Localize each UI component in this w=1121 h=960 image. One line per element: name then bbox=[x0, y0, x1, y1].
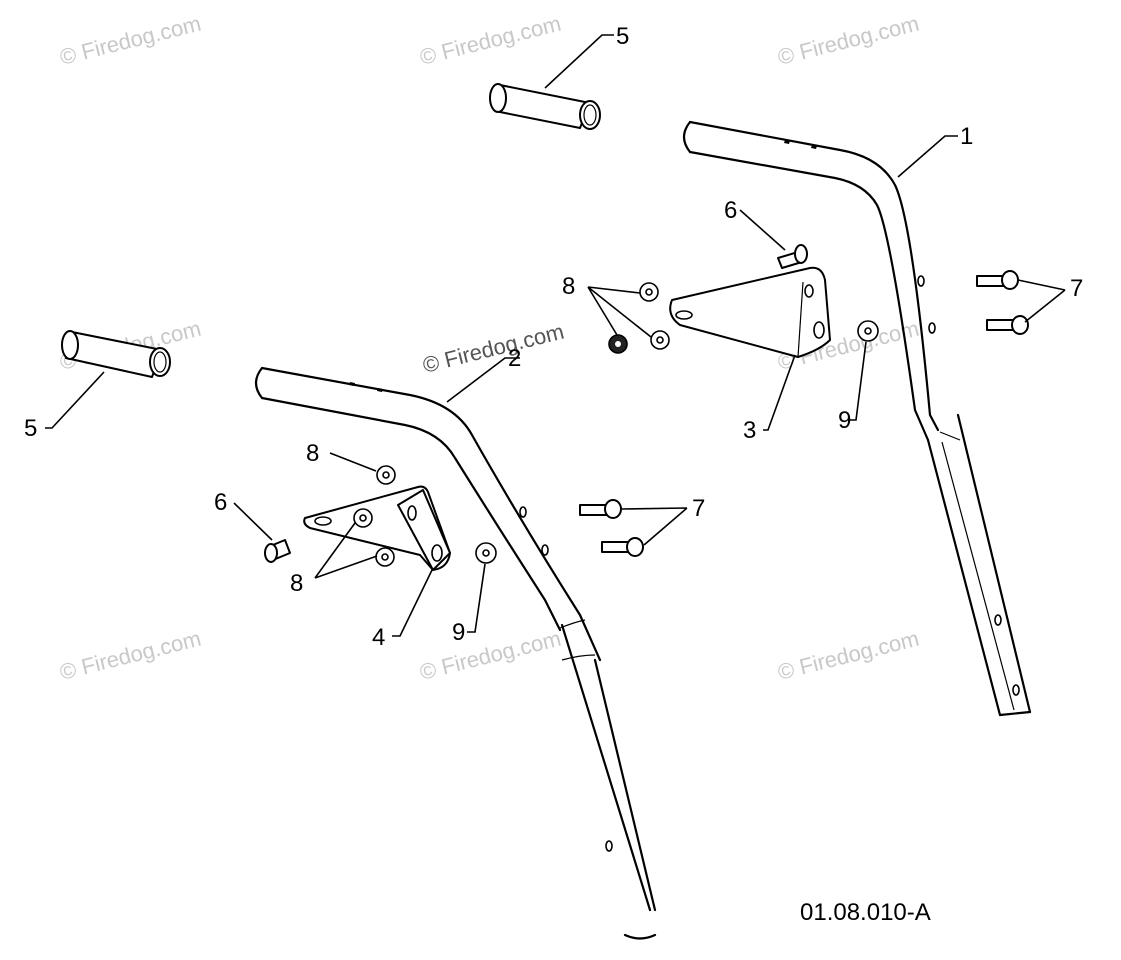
callout-4: 4 bbox=[372, 624, 385, 651]
callout-5-top: 5 bbox=[616, 23, 629, 50]
bolt-7-right-upper bbox=[976, 270, 1019, 290]
callout-9-left: 9 bbox=[452, 619, 465, 646]
callout-2: 2 bbox=[508, 345, 521, 372]
watermark: © Firedog.com bbox=[57, 626, 203, 685]
bolt-6-left bbox=[264, 539, 291, 563]
watermark: © Firedog.com bbox=[417, 626, 563, 685]
grip-tube-left bbox=[61, 330, 171, 378]
watermark-dark: © Firedog.com bbox=[420, 319, 566, 378]
callouts: 1 2 3 4 5 5 6 6 7 7 8 8 8 9 9 bbox=[24, 23, 1083, 651]
bolt-7-left-upper bbox=[579, 499, 622, 519]
nut-8 bbox=[353, 282, 670, 567]
callout-7-left: 7 bbox=[692, 495, 705, 522]
watermark: © Firedog.com bbox=[775, 11, 921, 70]
bracket-left bbox=[303, 485, 451, 571]
bolt-7-right-lower bbox=[986, 315, 1029, 335]
watermark: © Firedog.com bbox=[417, 11, 563, 70]
callout-8-bottom: 8 bbox=[290, 570, 303, 597]
callout-9-right: 9 bbox=[838, 407, 851, 434]
drawing-code: 01.08.010-A bbox=[800, 899, 931, 926]
grip-tube-top bbox=[489, 83, 601, 130]
watermark: © Firedog.com bbox=[775, 626, 921, 685]
washer-9 bbox=[475, 320, 879, 564]
bracket-right bbox=[669, 266, 831, 358]
bolt-7-left-lower bbox=[601, 537, 644, 557]
callout-7-right: 7 bbox=[1070, 275, 1083, 302]
watermark: © Firedog.com bbox=[57, 11, 203, 70]
callout-6-top: 6 bbox=[724, 197, 737, 224]
handle-left bbox=[254, 366, 657, 940]
callout-5-left: 5 bbox=[24, 415, 37, 442]
callout-8-mid: 8 bbox=[306, 440, 319, 467]
handle-right bbox=[682, 120, 1032, 717]
callout-3: 3 bbox=[743, 417, 756, 444]
callout-8-top: 8 bbox=[562, 273, 575, 300]
callout-1: 1 bbox=[960, 123, 973, 150]
leader-lines bbox=[45, 34, 1066, 637]
callout-6-left: 6 bbox=[214, 489, 227, 516]
bolt-6-top bbox=[777, 244, 808, 269]
